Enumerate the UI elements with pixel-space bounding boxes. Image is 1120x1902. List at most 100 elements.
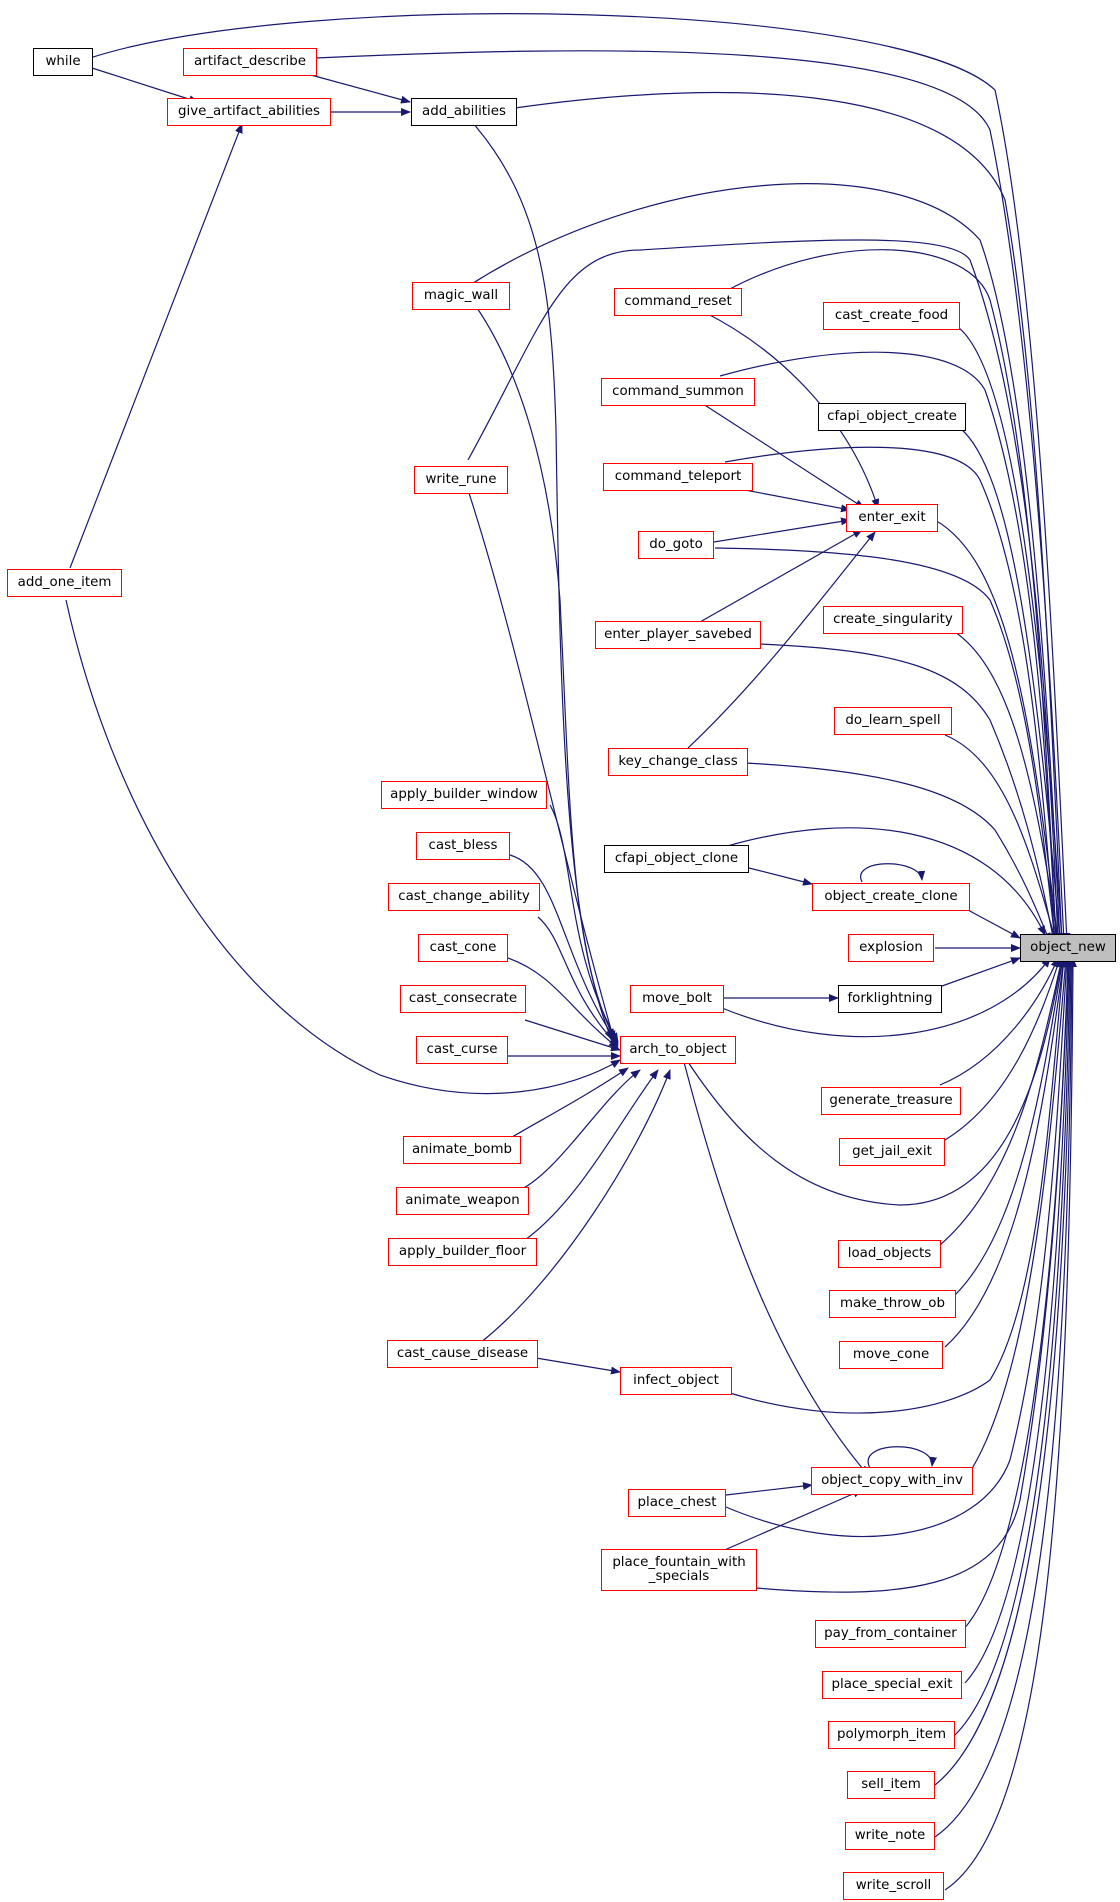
node-load-objects[interactable]: load_objects	[838, 1240, 941, 1268]
edge-while-give-artifact-abilities	[91, 67, 199, 104]
node-key-change-class[interactable]: key_change_class	[608, 748, 748, 776]
edge-generate-treasure-object-new	[939, 957, 1059, 1086]
node-animate-weapon[interactable]: animate_weapon	[396, 1187, 529, 1215]
edge-write-rune-arch-to-object	[467, 489, 616, 1041]
node-place-special-exit[interactable]: place_special_exit	[822, 1671, 962, 1699]
node-pay-from-container[interactable]: pay_from_container	[815, 1620, 966, 1648]
node-make-throw-ob[interactable]: make_throw_ob	[829, 1290, 956, 1318]
edge-write-scroll-object-new	[944, 957, 1077, 1891]
edge-command-summon-object-new	[719, 351, 1060, 943]
node-object-create-clone[interactable]: object_create_clone	[812, 883, 970, 911]
node-object-copy-with-inv[interactable]: object_copy_with_inv	[811, 1467, 973, 1495]
edge-apply-builder-window-arch-to-object	[549, 804, 619, 1043]
node-cfapi-object-create[interactable]: cfapi_object_create	[818, 403, 966, 431]
edge-command-summon-enter-exit	[699, 401, 865, 509]
node-command-reset[interactable]: command_reset	[614, 288, 742, 316]
edge-animate-weapon-arch-to-object	[519, 1069, 641, 1191]
node-command-teleport[interactable]: command_teleport	[603, 463, 753, 491]
edge-cast-consecrate-arch-to-object	[524, 1019, 621, 1052]
node-object-new[interactable]: object_new	[1020, 934, 1116, 962]
node-apply-builder-floor[interactable]: apply_builder_floor	[388, 1238, 537, 1266]
edge-place-chest-object-new	[725, 957, 1071, 1538]
node-command-summon[interactable]: command_summon	[601, 378, 755, 406]
node-cast-cone[interactable]: cast_cone	[418, 934, 508, 962]
node-add-abilities[interactable]: add_abilities	[411, 98, 517, 126]
edge-write-note-object-new	[934, 957, 1076, 1838]
node-create-singularity[interactable]: create_singularity	[823, 606, 963, 634]
edge-apply-builder-floor-arch-to-object	[524, 1069, 659, 1241]
node-cast-change-ability[interactable]: cast_change_ability	[388, 883, 540, 911]
edge-command-reset-enter-exit	[703, 311, 880, 509]
edge-do-goto-object-new	[714, 547, 1059, 943]
edge-enter-player-savebed-enter-exit	[699, 529, 863, 623]
node-cast-cause-disease[interactable]: cast_cause_disease	[387, 1340, 538, 1368]
edge-place-fountain-object-copy-with-inv	[719, 1489, 863, 1553]
edge-pay-from-container-object-new	[959, 957, 1072, 1634]
edge-move-cone-object-new	[944, 957, 1067, 1348]
edge-object-copy-with-inv-object-new	[967, 957, 1070, 1476]
node-cast-consecrate[interactable]: cast_consecrate	[400, 985, 526, 1013]
node-explosion[interactable]: explosion	[848, 934, 934, 962]
edge-sell-item-object-new	[934, 957, 1075, 1786]
edge-cfapi-object-create-object-new	[959, 427, 1064, 943]
node-magic-wall[interactable]: magic_wall	[412, 282, 510, 310]
node-arch-to-object[interactable]: arch_to_object	[620, 1036, 736, 1064]
node-artifact-describe[interactable]: artifact_describe	[183, 48, 317, 76]
node-cast-bless[interactable]: cast_bless	[416, 832, 510, 860]
node-write-scroll[interactable]: write_scroll	[843, 1872, 944, 1900]
node-cast-curse[interactable]: cast_curse	[416, 1036, 508, 1064]
edge-object-create-clone-self	[860, 863, 926, 883]
edge-cast-create-food-object-new	[954, 324, 1066, 943]
edge-cast-cause-disease-arch-to-object	[479, 1069, 671, 1344]
node-while[interactable]: while	[33, 48, 93, 76]
node-enter-exit[interactable]: enter_exit	[846, 504, 938, 532]
node-infect-object[interactable]: infect_object	[620, 1367, 732, 1395]
node-animate-bomb[interactable]: animate_bomb	[403, 1136, 521, 1164]
edge-add-abilities-object-new	[514, 91, 1066, 943]
edge-add-one-item-give-artifact-abilities	[69, 123, 243, 569]
node-give-artifact-abilities[interactable]: give_artifact_abilities	[167, 98, 331, 126]
node-get-jail-exit[interactable]: get_jail_exit	[839, 1138, 945, 1166]
node-move-bolt[interactable]: move_bolt	[630, 985, 724, 1013]
edge-arch-to-object-object-copy-with-inv	[683, 1061, 869, 1476]
edge-cfapi-object-clone-object-new	[723, 827, 1046, 936]
edge-magic-wall-arch-to-object	[474, 304, 615, 1039]
edge-artifact-describe-object-new	[315, 50, 1068, 943]
node-sell-item[interactable]: sell_item	[847, 1771, 935, 1799]
node-place-fountain-with-specials[interactable]: place_fountain_with _specials	[601, 1549, 757, 1591]
edge-write-rune-object-new	[467, 239, 1062, 943]
edge-command-teleport-enter-exit	[744, 489, 851, 513]
edge-infect-object-object-new	[729, 957, 1068, 1414]
edge-cast-change-ability-arch-to-object	[537, 916, 619, 1047]
edge-enter-player-savebed-object-new	[759, 643, 1057, 943]
edge-key-change-class-enter-exit	[687, 531, 876, 749]
edge-do-goto-enter-exit	[713, 517, 851, 543]
edge-command-reset-object-new	[727, 249, 1060, 943]
node-apply-builder-window[interactable]: apply_builder_window	[381, 781, 547, 809]
edge-polymorph-item-object-new	[954, 957, 1074, 1736]
node-cfapi-object-clone[interactable]: cfapi_object_clone	[604, 845, 749, 873]
edge-place-chest-object-copy-with-inv	[725, 1482, 813, 1496]
node-enter-player-savebed[interactable]: enter_player_savebed	[595, 621, 761, 649]
edge-magic-wall-object-new	[469, 183, 1064, 943]
node-do-learn-spell[interactable]: do_learn_spell	[834, 707, 952, 735]
node-cast-create-food[interactable]: cast_create_food	[823, 302, 960, 330]
node-write-rune[interactable]: write_rune	[414, 466, 508, 494]
node-move-cone[interactable]: move_cone	[839, 1341, 943, 1369]
edge-move-bolt-object-new	[721, 957, 1051, 1038]
node-write-note[interactable]: write_note	[845, 1822, 935, 1850]
edge-make-throw-ob-object-new	[954, 957, 1066, 1296]
edge-get-jail-exit-object-new	[944, 957, 1062, 1141]
node-polymorph-item[interactable]: polymorph_item	[828, 1721, 955, 1749]
node-do-goto[interactable]: do_goto	[638, 531, 714, 559]
edge-arch-to-object-object-new	[687, 957, 1065, 1206]
node-place-chest[interactable]: place_chest	[628, 1489, 726, 1517]
edge-do-learn-spell-object-new	[944, 734, 1058, 943]
edge-artifact-describe-add-abilities	[299, 71, 411, 104]
node-forklightning[interactable]: forklightning	[838, 985, 942, 1013]
node-add-one-item[interactable]: add_one_item	[7, 569, 122, 597]
edge-cast-cone-arch-to-object	[507, 957, 619, 1049]
node-generate-treasure[interactable]: generate_treasure	[821, 1087, 961, 1115]
edge-object-create-clone-object-new	[967, 909, 1021, 939]
